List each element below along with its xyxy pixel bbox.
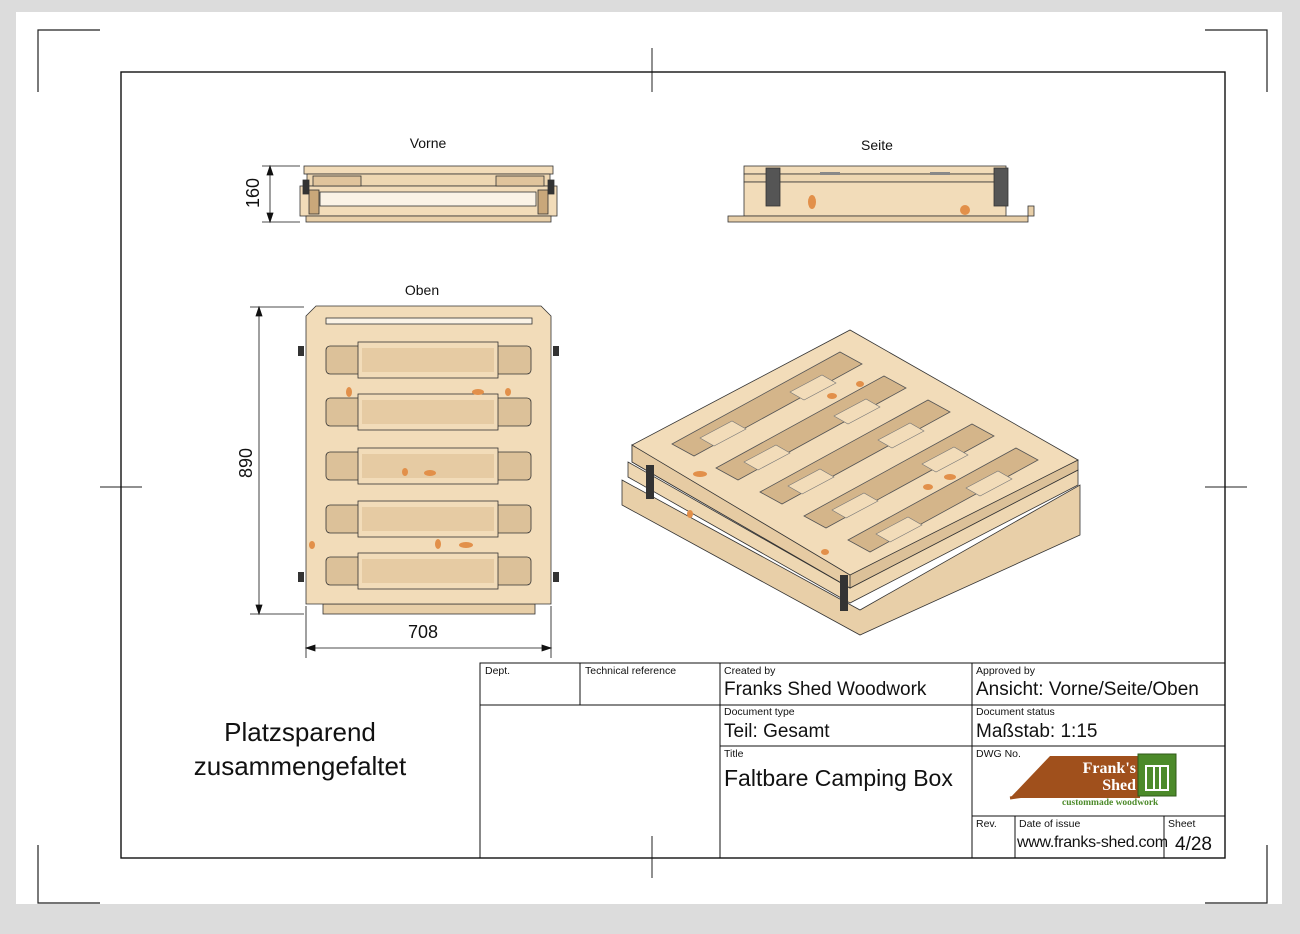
side-view-label: Seite (861, 137, 893, 153)
front-view-label: Vorne (409, 135, 447, 151)
logo-wordmark: Frank's Shed (1066, 760, 1136, 794)
sheet-label: Sheet (1168, 818, 1196, 830)
height-dimension-lines (262, 164, 300, 224)
title-block-grid (479, 662, 1226, 859)
dwg-number-label: DWG No. (976, 748, 1021, 760)
sheet-value: 4/28 (1175, 834, 1212, 855)
document-type-value: Teil: Gesamt (724, 721, 830, 742)
space-saving-note: Platzsparend zusammengefaltet (150, 715, 450, 783)
isometric-view-drawing (621, 329, 1081, 636)
front-view-drawing (299, 165, 558, 223)
top-view-drawing (298, 305, 559, 615)
depth-width-dimension-lines (250, 305, 553, 658)
width-dimension: 708 (408, 622, 439, 642)
approved-by-label: Approved by (976, 665, 1035, 677)
document-status-label: Document status (976, 706, 1055, 718)
technical-reference-label: Technical reference (585, 665, 677, 677)
note-line-2: zusammengefaltet (193, 751, 407, 781)
height-dimension: 160 (243, 177, 263, 208)
created-by-value: Franks Shed Woodwork (724, 679, 927, 700)
revision-label: Rev. (976, 818, 997, 830)
top-view-label: Oben (404, 282, 440, 298)
note-line-1: Platzsparend (224, 717, 376, 747)
corner-marks (37, 29, 1268, 904)
title-label: Title (724, 748, 744, 760)
date-of-issue-value: www.franks-shed.com (1017, 834, 1168, 851)
created-by-label: Created by (724, 665, 776, 677)
logo-line-2: Shed (1102, 777, 1136, 794)
document-status-value: Maßstab: 1:15 (976, 721, 1098, 742)
approved-by-value: Ansicht: Vorne/Seite/Oben (976, 679, 1199, 700)
logo-line-1: Frank's (1082, 760, 1136, 777)
depth-dimension: 890 (236, 447, 256, 478)
title-value: Faltbare Camping Box (724, 765, 953, 791)
logo-tagline: custommade woodwork (1062, 798, 1159, 808)
document-type-label: Document type (724, 706, 795, 718)
shed-icon (1145, 765, 1169, 791)
side-view-drawing (727, 165, 1035, 223)
dept-label: Dept. (485, 665, 511, 677)
date-of-issue-label: Date of issue (1019, 818, 1081, 830)
franks-shed-logo (1009, 753, 1177, 800)
